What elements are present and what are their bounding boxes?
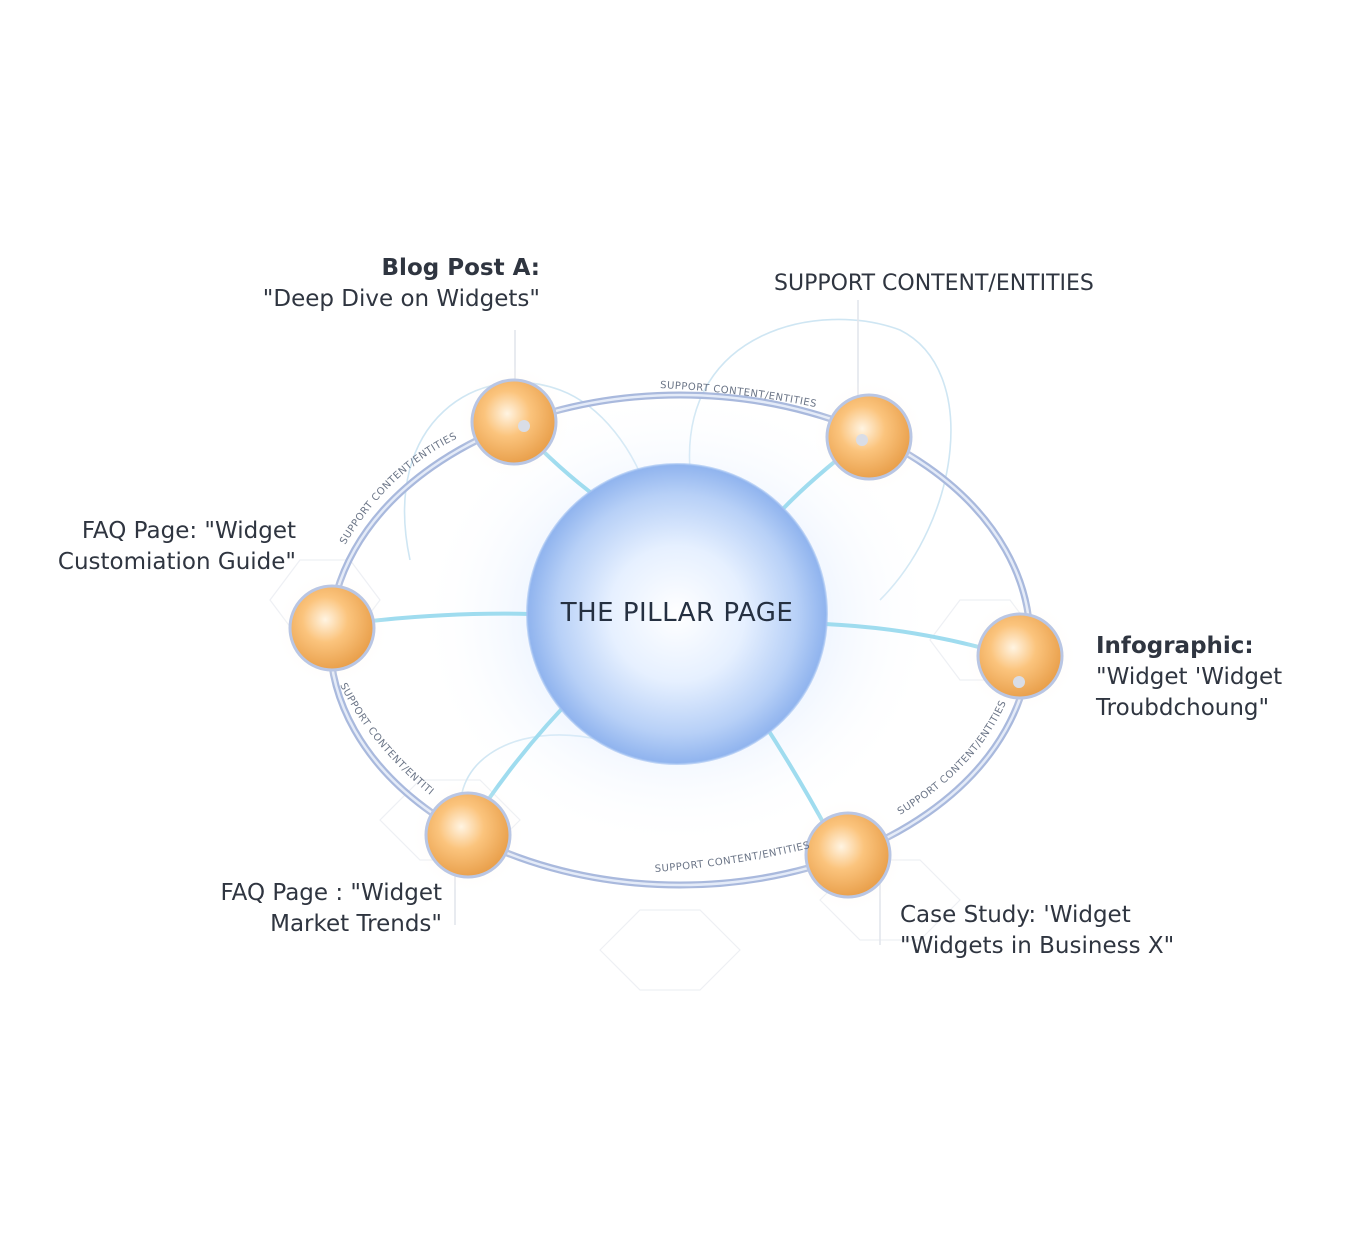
infographic-line3: Troubdchoung" bbox=[1096, 695, 1270, 721]
support-content-heading: SUPPORT CONTENT/ENTITIES bbox=[774, 268, 1094, 299]
label-case-study: Case Study: 'Widget "Widgets in Business… bbox=[900, 900, 1174, 962]
node-blog-post bbox=[456, 364, 572, 480]
node-infographic bbox=[962, 598, 1078, 714]
blog-post-subtitle: "Deep Dive on Widgets" bbox=[262, 286, 540, 312]
label-faq-market: FAQ Page : "Widget Market Trends" bbox=[221, 878, 443, 940]
faq-market-line1: FAQ Page : "Widget bbox=[220, 880, 443, 906]
ring-label-lower-left: SUPPORT CONTENT/ENTITIES bbox=[0, 0, 436, 798]
node-faq-customisation bbox=[274, 570, 390, 686]
pillar-page-title: THE PILLAR PAGE bbox=[560, 598, 794, 628]
case-study-line1: Case Study: 'Widget bbox=[900, 902, 1131, 928]
infographic-line2: "Widget 'Widget bbox=[1096, 664, 1283, 690]
pillar-hub-rim bbox=[526, 463, 828, 765]
faq-customisation-line2: Customiation Guide" bbox=[57, 549, 296, 575]
label-infographic: Infographic: "Widget 'Widget Troubdchoun… bbox=[1096, 631, 1282, 724]
blog-post-title: Blog Post A: bbox=[381, 255, 540, 281]
pillar-hub bbox=[527, 464, 827, 764]
infographic-title: Infographic: bbox=[1096, 633, 1254, 659]
label-faq-customisation: FAQ Page: "Widget Customiation Guide" bbox=[58, 516, 296, 578]
support-content-heading-text: SUPPORT CONTENT/ENTITIES bbox=[774, 271, 1094, 296]
node-faq-market bbox=[410, 777, 526, 893]
node-support bbox=[811, 379, 927, 495]
case-study-line2: "Widgets in Business X" bbox=[900, 933, 1175, 959]
faq-market-line2: Market Trends" bbox=[270, 911, 442, 937]
label-blog-post: Blog Post A: "Deep Dive on Widgets" bbox=[263, 253, 540, 315]
node-case-study bbox=[790, 797, 906, 913]
faq-customisation-line1: FAQ Page: "Widget bbox=[81, 518, 296, 544]
